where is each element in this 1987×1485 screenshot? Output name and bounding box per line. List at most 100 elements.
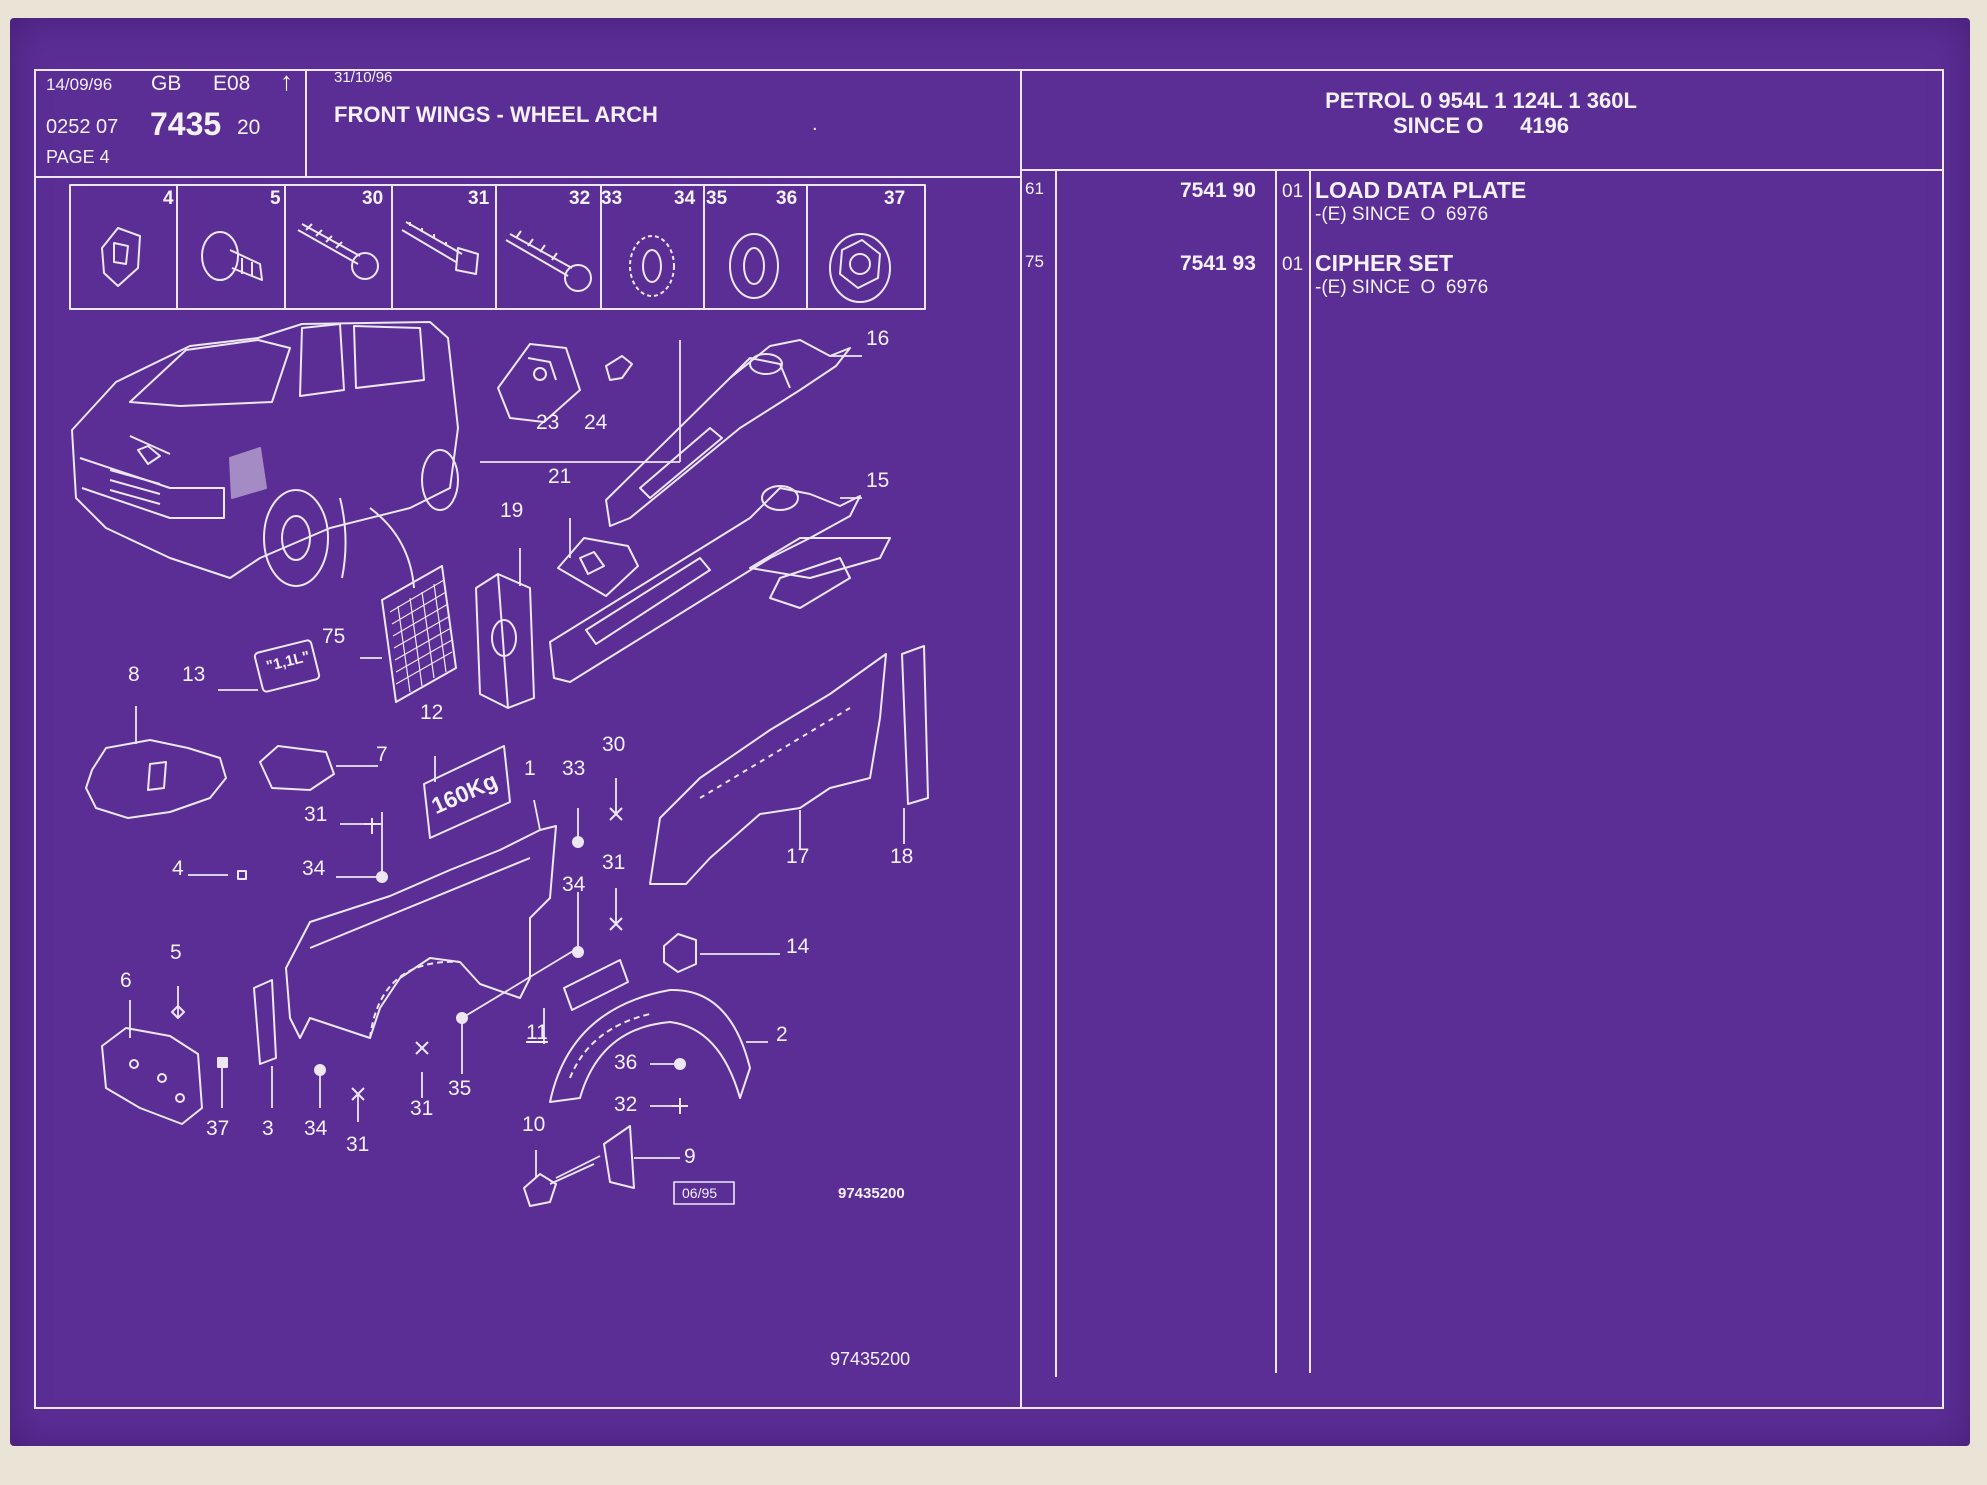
quantity: 01 <box>1282 181 1304 202</box>
part-10-bolt-icon <box>523 1163 595 1207</box>
part-14-clip-icon <box>663 933 697 973</box>
callout-8: 8 <box>128 663 140 686</box>
part-75-grid-plate-icon <box>381 565 457 703</box>
part-16-member-icon <box>605 339 851 527</box>
callout-11: 11 <box>526 1021 548 1044</box>
stray-dot: . <box>812 113 818 135</box>
part-6-bracket-icon <box>101 1027 203 1125</box>
header-rule-right <box>1020 169 1942 171</box>
strip-label-32: 32 <box>569 188 591 209</box>
van-vehicle-illustration <box>71 321 459 589</box>
part-name: LOAD DATA PLATE <box>1315 177 1527 203</box>
revision-date: 31/10/96 <box>334 69 393 86</box>
part-3-strip-icon <box>253 979 277 1065</box>
callout-9: 9 <box>684 1145 696 1168</box>
callout-19: 19 <box>500 499 524 522</box>
part-13-badge-icon <box>253 639 321 693</box>
callout-24: 24 <box>584 411 608 434</box>
since-line: SINCE O 4196 <box>1392 113 1570 139</box>
drawing-reference: 97435200 <box>838 1185 905 1202</box>
callout-31d: 31 <box>346 1133 370 1156</box>
column-line-ref <box>1275 169 1277 1373</box>
fastener-31-bolt-icon <box>401 221 479 275</box>
callout-31: 31 <box>304 803 328 826</box>
strip-label-37: 37 <box>884 188 906 209</box>
callout-31c: 31 <box>410 1097 434 1120</box>
part-15-member-icon <box>549 485 891 683</box>
callout-21: 21 <box>548 465 572 488</box>
callout-36: 36 <box>614 1051 638 1074</box>
leader-lines <box>129 340 905 1179</box>
callout-16: 16 <box>866 327 890 350</box>
fastener-35-36-washer-icon <box>729 233 779 299</box>
ref-suffix: 20 <box>237 116 261 139</box>
part-18-strip-icon <box>901 645 929 805</box>
microfiche-frame: 14/09/96 GB E08 ↑ 0252 07 7435 20 PAGE 4… <box>10 18 1970 1446</box>
part-note: -(E) SINCE O 6976 <box>1315 204 1489 225</box>
callout-18: 18 <box>890 845 914 868</box>
strip-label-4: 4 <box>163 188 174 209</box>
part-1-front-wing-icon <box>285 825 557 1039</box>
fastener-33-serrated-washer-icon <box>629 235 675 297</box>
part-12-weight-badge-icon <box>423 745 511 839</box>
callout-6: 6 <box>120 969 132 992</box>
header-code: E08 <box>213 72 251 95</box>
header-rule-left <box>34 176 1022 178</box>
part-11-strip-icon <box>563 959 629 1011</box>
header-divider <box>305 69 307 177</box>
page-title: FRONT WINGS - WHEEL ARCH <box>334 102 658 127</box>
page-border <box>34 69 1944 1409</box>
part-8-shield-icon <box>85 739 227 819</box>
ref-prefix: 0252 07 <box>46 116 119 138</box>
fastener-30-screw-icon <box>297 223 379 280</box>
exploded-parts-diagram <box>69 184 929 1207</box>
engine-line: PETROL 0 954L 1 124L 1 360L <box>1325 88 1637 113</box>
callout-4: 4 <box>172 857 184 880</box>
quantity: 01 <box>1282 254 1304 275</box>
column-line-qty <box>1309 169 1311 1373</box>
part-17-inner-wing-icon <box>649 653 887 885</box>
part-9-bracket-icon <box>603 1125 635 1189</box>
callout-15: 15 <box>866 469 890 492</box>
callout-12: 12 <box>420 701 444 724</box>
part-21-plate-icon <box>557 537 639 597</box>
part-2-wheel-arch-liner-icon <box>549 988 751 1103</box>
callout-30: 30 <box>602 733 626 756</box>
callout-2: 2 <box>776 1023 788 1046</box>
callout-17: 17 <box>786 845 810 868</box>
page-number: PAGE 4 <box>46 147 110 167</box>
fastener-4-clip-icon <box>101 227 141 287</box>
item-number: 75 <box>1025 252 1044 271</box>
callout-7: 7 <box>376 743 388 766</box>
callout-75: 75 <box>322 625 346 648</box>
header-country: GB <box>151 72 182 95</box>
callout-33: 33 <box>562 757 586 780</box>
ref-main: 7435 <box>150 106 222 142</box>
footer-reference: 97435200 <box>830 1349 911 1369</box>
part-7-bracket-icon <box>259 745 335 791</box>
part-24-clip-icon <box>605 355 633 381</box>
fastener-37-flange-nut-icon <box>829 233 891 303</box>
part-23-bracket-icon <box>497 343 581 423</box>
callout-5: 5 <box>170 941 182 964</box>
fastener-32-screw-icon <box>505 230 592 292</box>
callout-34b: 34 <box>562 873 586 896</box>
reference-number: 7541 90 <box>1180 179 1256 202</box>
center-divider <box>1020 69 1022 1407</box>
date-box-frame <box>673 1181 735 1205</box>
callout-32: 32 <box>614 1093 638 1116</box>
fastener-5-push-rivet-icon <box>201 231 263 281</box>
part-note: -(E) SINCE O 6976 <box>1315 277 1489 298</box>
fastener-strip <box>69 184 926 310</box>
callout-13: 13 <box>182 663 206 686</box>
callout-34c: 34 <box>304 1117 328 1140</box>
strip-label-36: 36 <box>776 188 798 209</box>
reference-number: 7541 93 <box>1180 252 1256 275</box>
part-name: CIPHER SET <box>1315 250 1454 276</box>
callout-3: 3 <box>262 1117 274 1140</box>
strip-label-35: 35 <box>706 188 728 209</box>
callout-34: 34 <box>302 857 326 880</box>
callout-35: 35 <box>448 1077 472 1100</box>
callout-10: 10 <box>522 1113 546 1136</box>
up-arrow-icon: ↑ <box>280 66 293 96</box>
